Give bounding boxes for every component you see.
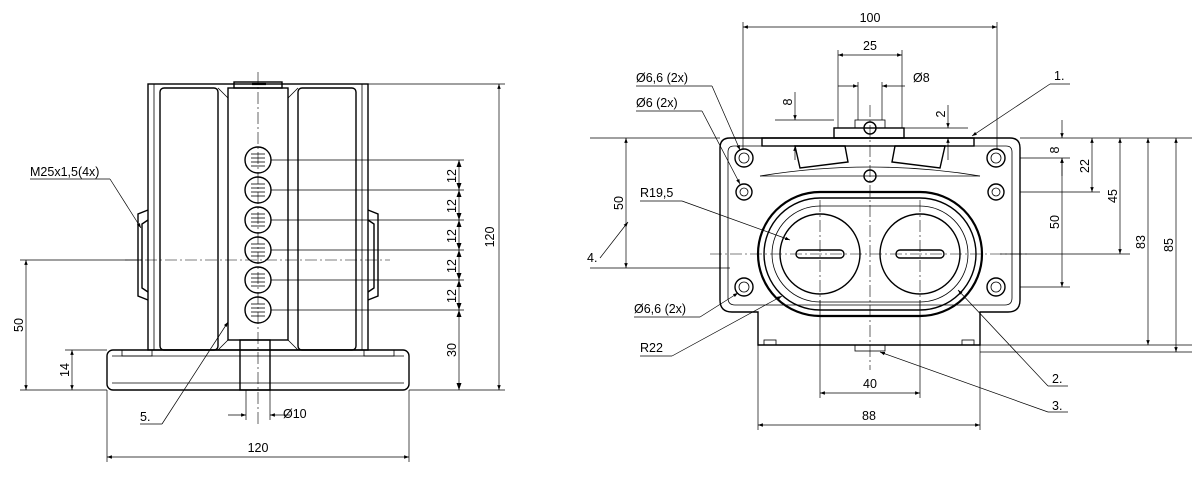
hole-bottom-left [734,277,754,297]
dim-8-right: 8 [1048,146,1062,153]
label-hole-6: Ø6 (2x) [636,96,678,110]
hole-top-left [734,148,754,168]
dim-40: 40 [863,377,877,391]
hole-mid-left [735,183,753,201]
dim-85: 85 [1162,238,1176,252]
dim-pitch-5: 12 [445,289,459,303]
label-hole-66-a: Ø6,6 (2x) [636,71,688,85]
dim-d8: Ø8 [913,71,930,85]
dim-d10: Ø10 [283,407,307,421]
dim-pitch-1: 12 [445,169,459,183]
dim-height-14: 14 [58,363,72,377]
callout-3: 3. [1052,399,1062,413]
dim-22: 22 [1078,159,1092,173]
label-r22: R22 [640,341,663,355]
dim-width-120: 120 [248,441,269,455]
callout-4: 4. [587,251,597,265]
dim-100: 100 [860,11,881,25]
front-view: 100 25 Ø8 8 2 8 50 [587,11,1192,430]
callout-2: 2. [1052,372,1062,386]
dim-pitch-2: 12 [445,199,459,213]
dim-83: 83 [1134,235,1148,249]
label-hole-66-b: Ø6,6 (2x) [634,302,686,316]
callout-1: 1. [1054,69,1064,83]
dim-50-inner: 50 [1048,215,1062,229]
dim-8-top: 8 [781,98,795,105]
dim-height-30: 30 [445,343,459,357]
hole-mid-right [987,183,1005,201]
dim-50-left: 50 [612,196,626,210]
dim-pitch-3: 12 [445,229,459,243]
dim-88: 88 [862,409,876,423]
dim-height-50: 50 [12,318,26,332]
dim-height-total: 120 [483,227,497,248]
hole-top-right [986,148,1006,168]
dim-pitch-4: 12 [445,259,459,273]
dim-25: 25 [863,39,877,53]
dim-2: 2 [934,110,948,117]
side-view: 12 12 12 12 12 30 120 50 14 120 Ø10 M25x… [12,72,505,462]
label-thread: M25x1,5(4x) [30,165,99,179]
dim-45: 45 [1106,189,1120,203]
label-r195: R19,5 [640,186,673,200]
callout-5: 5. [140,410,150,424]
hole-bottom-right [986,277,1006,297]
